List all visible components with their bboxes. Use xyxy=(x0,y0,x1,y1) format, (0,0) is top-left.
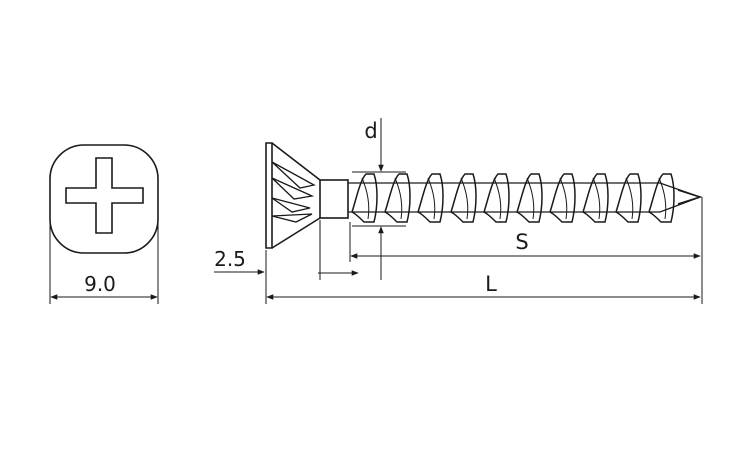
head-cone xyxy=(271,142,321,249)
thread-shading-line xyxy=(427,177,436,220)
thread-shading-line xyxy=(559,177,568,220)
head-width-label: 9.0 xyxy=(84,272,116,296)
thread-crest xyxy=(648,173,675,223)
total-length-label: L xyxy=(485,272,497,296)
thread-length-dimension: S xyxy=(350,230,701,259)
shank xyxy=(319,179,349,219)
countersunk-wood-screw-icon xyxy=(265,142,703,249)
thread-crest xyxy=(516,173,543,223)
thread-crest xyxy=(417,173,444,223)
thread-shading-line xyxy=(460,177,469,220)
head-nibs xyxy=(271,161,316,223)
thread-crest xyxy=(384,173,411,223)
thread-length-label: S xyxy=(515,230,528,254)
thread-crest xyxy=(549,173,576,223)
head-height-dimension: 2.5 xyxy=(214,247,267,304)
head-outline xyxy=(49,144,159,254)
thread-crest xyxy=(351,173,378,223)
phillips-drive-icon xyxy=(65,157,144,234)
thread-shading-line xyxy=(526,177,535,220)
thread-shading-line xyxy=(361,177,370,220)
thread-shading-line xyxy=(394,177,403,220)
thread-shading-line xyxy=(625,177,634,220)
thread-shading-line xyxy=(493,177,502,220)
head-face xyxy=(265,142,273,249)
thread-shading-line xyxy=(658,177,667,220)
thread-crest xyxy=(615,173,642,223)
screw-head-top-view: 9.0 xyxy=(49,144,159,304)
thread-crest xyxy=(483,173,510,223)
thread-crest xyxy=(582,173,609,223)
threads xyxy=(351,173,675,223)
thread-crest xyxy=(450,173,477,223)
thread-shading-line xyxy=(592,177,601,220)
total-length-dimension: L xyxy=(266,197,703,304)
head-height-label: 2.5 xyxy=(214,247,246,271)
screw-tip xyxy=(677,189,703,205)
shank-dimension xyxy=(318,220,359,280)
diameter-label: d xyxy=(364,119,377,143)
